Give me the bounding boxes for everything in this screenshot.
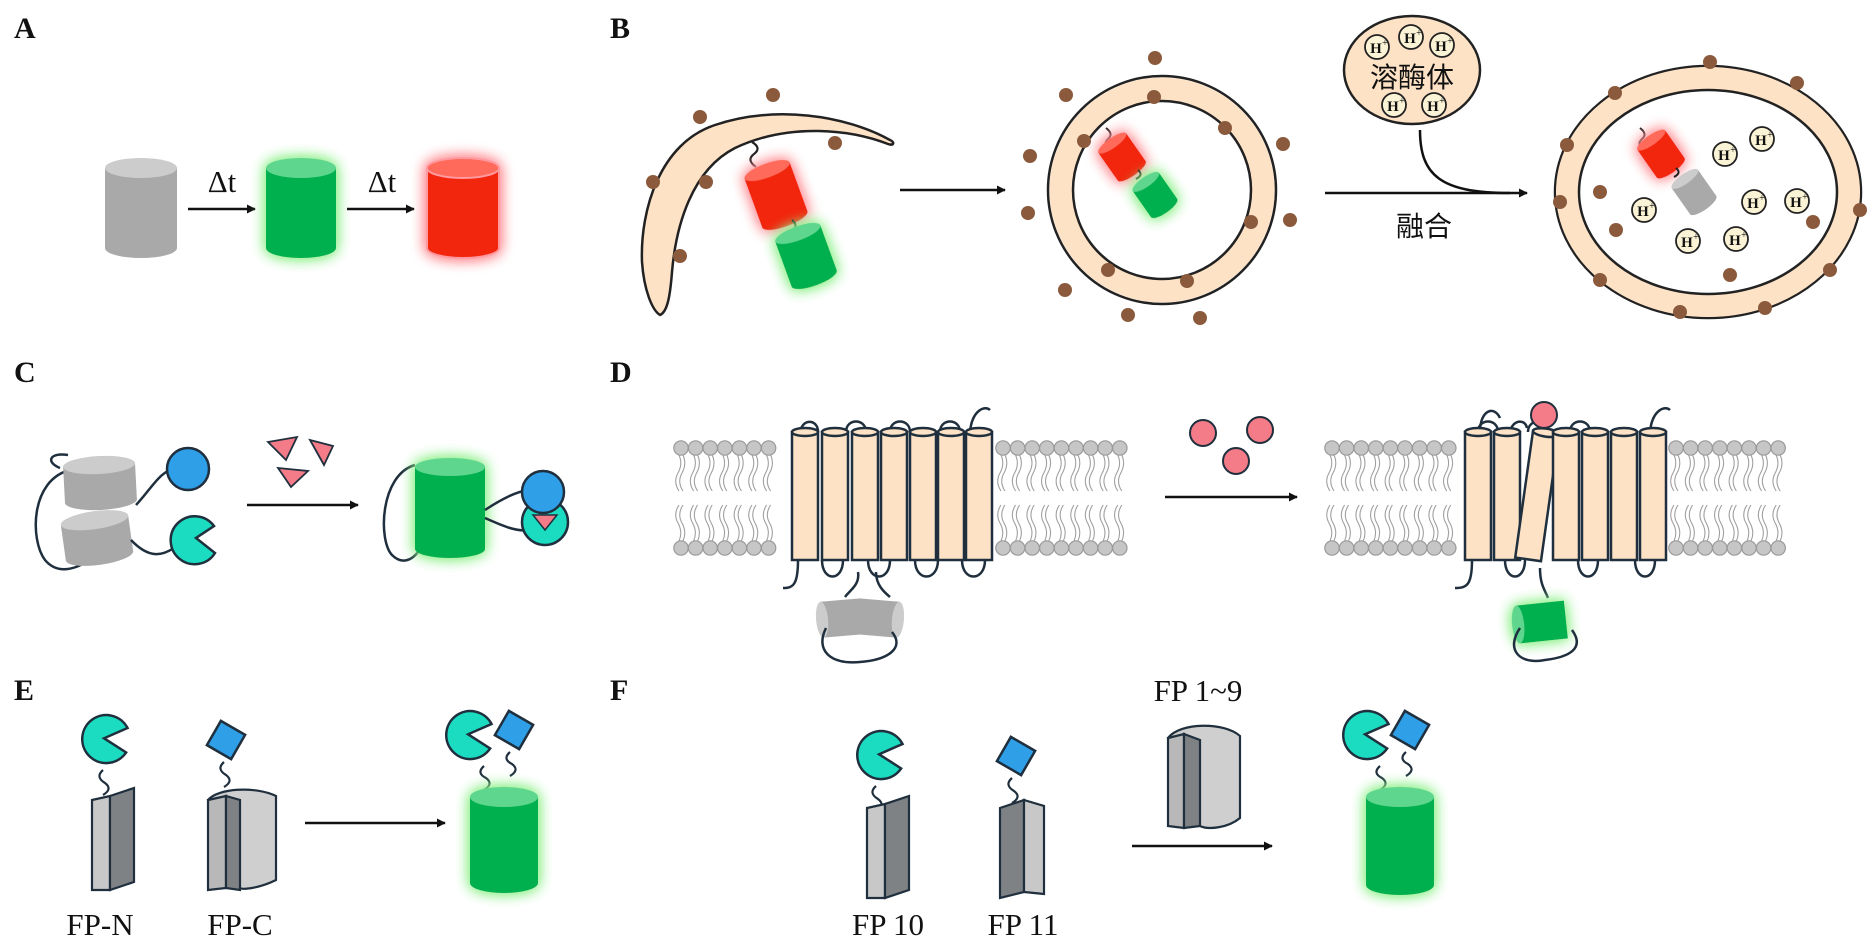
lipid-molecule — [1009, 440, 1026, 556]
split-reporter-inactive — [34, 446, 217, 571]
lipid-molecule — [1441, 440, 1457, 556]
lipid-molecule — [1411, 440, 1428, 556]
red-cylinder-fluorescent — [426, 157, 500, 259]
fp11-label: FP 11 — [988, 907, 1059, 942]
panel-label-d: D — [610, 356, 632, 389]
proton-ion — [1381, 92, 1407, 118]
lipid-molecule — [702, 440, 719, 556]
fp-n-label: FP-N — [66, 907, 133, 942]
ligand-circles — [1189, 416, 1274, 475]
autophagosome — [1021, 51, 1297, 325]
panel-a: A Δt Δt — [14, 12, 500, 259]
lipid-molecule — [1697, 440, 1713, 556]
lipid-molecule — [1097, 440, 1113, 556]
lipid-molecule — [1382, 440, 1399, 556]
lipid-molecule — [1338, 440, 1355, 556]
binding-domain-teal — [169, 515, 217, 566]
proton-ion — [1631, 197, 1657, 223]
lysosome-label: 溶酶体 — [1370, 61, 1454, 94]
panel-label-e: E — [14, 674, 34, 707]
gpcr-inactive — [782, 406, 994, 664]
panel-label-c: C — [14, 356, 36, 389]
panel-e: E FP-N FP-C — [14, 674, 538, 942]
lipid-molecule — [1755, 440, 1772, 556]
autolysosome — [1553, 55, 1867, 320]
proton-ion — [1749, 126, 1775, 152]
fusion-curve — [1418, 129, 1511, 195]
lipid-molecule — [1053, 440, 1070, 556]
ligand-triangle — [276, 466, 311, 489]
split-reporter-active — [382, 458, 570, 562]
fp1-9-label: FP 1~9 — [1154, 673, 1243, 708]
lipid-molecule — [1024, 440, 1040, 556]
delta-t-label-2: Δt — [368, 164, 397, 199]
fp-complemented-f — [1341, 709, 1434, 895]
fp-complemented — [444, 709, 538, 893]
lipid-molecule — [1712, 440, 1728, 556]
proton-ion — [1429, 32, 1455, 58]
panel-label-a: A — [14, 12, 36, 45]
lipid-molecule — [1368, 440, 1384, 556]
panel-d: D — [610, 356, 1786, 664]
panel-label-b: B — [610, 12, 630, 45]
lipid-molecule — [673, 440, 689, 556]
delta-t-label-1: Δt — [208, 164, 237, 199]
lipid-molecule — [760, 440, 777, 556]
ligand-triangle — [308, 438, 335, 467]
lipid-molecule — [1426, 440, 1442, 556]
fp1-9-barrel: FP 1~9 — [1154, 673, 1243, 830]
panel-c: C — [14, 356, 570, 571]
panel-f: F FP 10 FP 11 FP 1~9 — [610, 673, 1434, 942]
lipid-molecule — [1726, 440, 1743, 556]
lipid-molecule — [1741, 440, 1757, 556]
gpcr-active — [1454, 401, 1671, 663]
phagophore-membrane — [640, 88, 895, 317]
lipid-molecule — [1039, 440, 1055, 556]
proton-ion — [1741, 189, 1767, 215]
fp-n-fragment: FP-N — [66, 713, 136, 942]
fp11-strand: FP 11 — [988, 735, 1059, 942]
lipid-molecule — [731, 440, 748, 556]
lipid-molecule — [1397, 440, 1413, 556]
gray-cylinder-immature — [105, 158, 177, 258]
lipid-molecule — [687, 440, 704, 556]
fusion-label: 融合 — [1396, 210, 1452, 243]
lipid-molecule — [1082, 440, 1099, 556]
proton-ion — [1723, 226, 1749, 252]
fp-c-fragment: FP-C — [205, 719, 278, 942]
binding-domain-blue — [165, 446, 211, 492]
fp-c-label: FP-C — [207, 907, 272, 942]
ligand-circle — [1189, 419, 1217, 447]
proton-ion — [1712, 141, 1738, 167]
lipid-molecule — [995, 440, 1011, 556]
ligand-circle — [1246, 416, 1274, 444]
proton-ion — [1364, 34, 1390, 60]
lipid-molecule — [1770, 440, 1786, 556]
fp10-label: FP 10 — [852, 907, 924, 942]
proton-ion — [1675, 228, 1701, 254]
lipid-molecule — [1112, 440, 1128, 556]
lysosome: 溶酶体 — [1342, 14, 1482, 126]
lipid-molecule — [746, 440, 762, 556]
lipid-molecule — [1324, 440, 1340, 556]
ligand-triangles — [266, 435, 335, 489]
lipid-molecule — [1682, 440, 1699, 556]
panel-label-f: F — [610, 674, 628, 707]
proton-ion — [1421, 92, 1447, 118]
fp10-strand: FP 10 — [852, 729, 924, 942]
proton-ion — [1784, 188, 1810, 214]
panel-b: B — [610, 12, 1867, 325]
green-cylinder-fluorescent — [266, 158, 336, 258]
ligand-circle — [1222, 447, 1250, 475]
lipid-molecule — [1068, 440, 1084, 556]
lipid-molecule — [1353, 440, 1369, 556]
ligand-triangle — [266, 435, 299, 462]
lipid-molecule — [1668, 440, 1684, 556]
proton-ion — [1398, 24, 1424, 50]
lipid-molecule — [716, 440, 733, 556]
tandem-fluorescent-reporter-free — [744, 141, 837, 290]
